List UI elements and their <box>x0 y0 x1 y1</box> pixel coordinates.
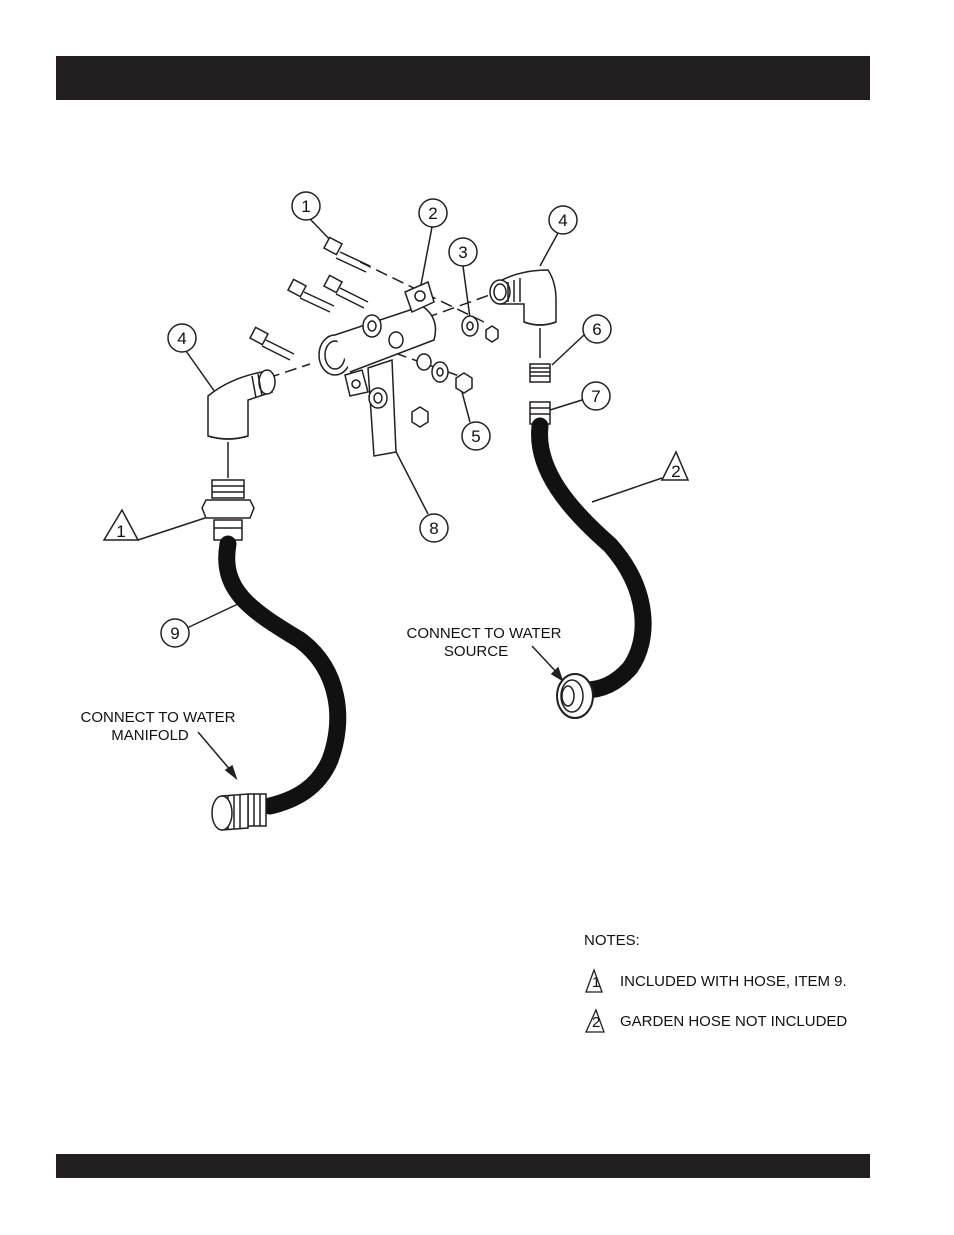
note-1-text: INCLUDED WITH HOSE, ITEM 9. <box>620 973 847 990</box>
notes-title: NOTES: <box>584 932 640 949</box>
nut-3 <box>486 326 498 342</box>
leader-3 <box>463 266 470 318</box>
leader-2 <box>420 227 432 290</box>
callout-5: 5 <box>471 427 480 446</box>
washer-3 <box>462 316 478 336</box>
callout-9: 9 <box>170 624 179 643</box>
leader-t2 <box>592 478 662 502</box>
water-source-label-line2: SOURCE <box>444 643 508 660</box>
manifold-hose <box>202 480 338 830</box>
callout-8: 8 <box>429 519 438 538</box>
note-2-text: GARDEN HOSE NOT INCLUDED <box>620 1013 847 1030</box>
nut-bracket <box>412 407 428 427</box>
garden-hose <box>530 402 643 718</box>
pipe-bracket <box>319 282 436 456</box>
leader-5 <box>462 392 470 422</box>
leader-9 <box>187 603 240 628</box>
nipple-6 <box>530 364 550 382</box>
note-2-marker: 2 <box>592 1014 600 1031</box>
bolt-upper-mid <box>324 275 368 308</box>
callout-6: 6 <box>592 320 601 339</box>
arrow-manifold <box>198 732 236 778</box>
note-1-marker: 1 <box>592 974 600 991</box>
washer-5 <box>432 362 448 382</box>
triangle-marker-2: 2 <box>671 462 680 481</box>
water-source-label-line1: CONNECT TO WATER <box>406 625 561 642</box>
elbow-left <box>208 370 275 439</box>
leader-4a <box>186 351 215 392</box>
manifold-label-line2: MANIFOLD <box>111 727 189 744</box>
callout-3: 3 <box>458 243 467 262</box>
triangle-marker-1: 1 <box>116 522 125 541</box>
nut-5 <box>456 373 472 393</box>
leader-t1 <box>138 518 205 540</box>
bolt-lower-left <box>250 327 294 360</box>
leader-4b <box>540 233 558 266</box>
callout-1: 1 <box>301 197 310 216</box>
leader-6 <box>552 335 584 365</box>
callout-2: 2 <box>428 204 437 223</box>
manifold-label-line1: CONNECT TO WATER <box>80 709 235 726</box>
leader-7 <box>550 400 582 410</box>
callout-4-left: 4 <box>177 329 186 348</box>
callout-7: 7 <box>591 387 600 406</box>
arrow-water-source <box>532 646 562 680</box>
callout-4-right: 4 <box>558 211 567 230</box>
elbow-right <box>490 270 556 325</box>
bolt-top <box>324 237 370 272</box>
